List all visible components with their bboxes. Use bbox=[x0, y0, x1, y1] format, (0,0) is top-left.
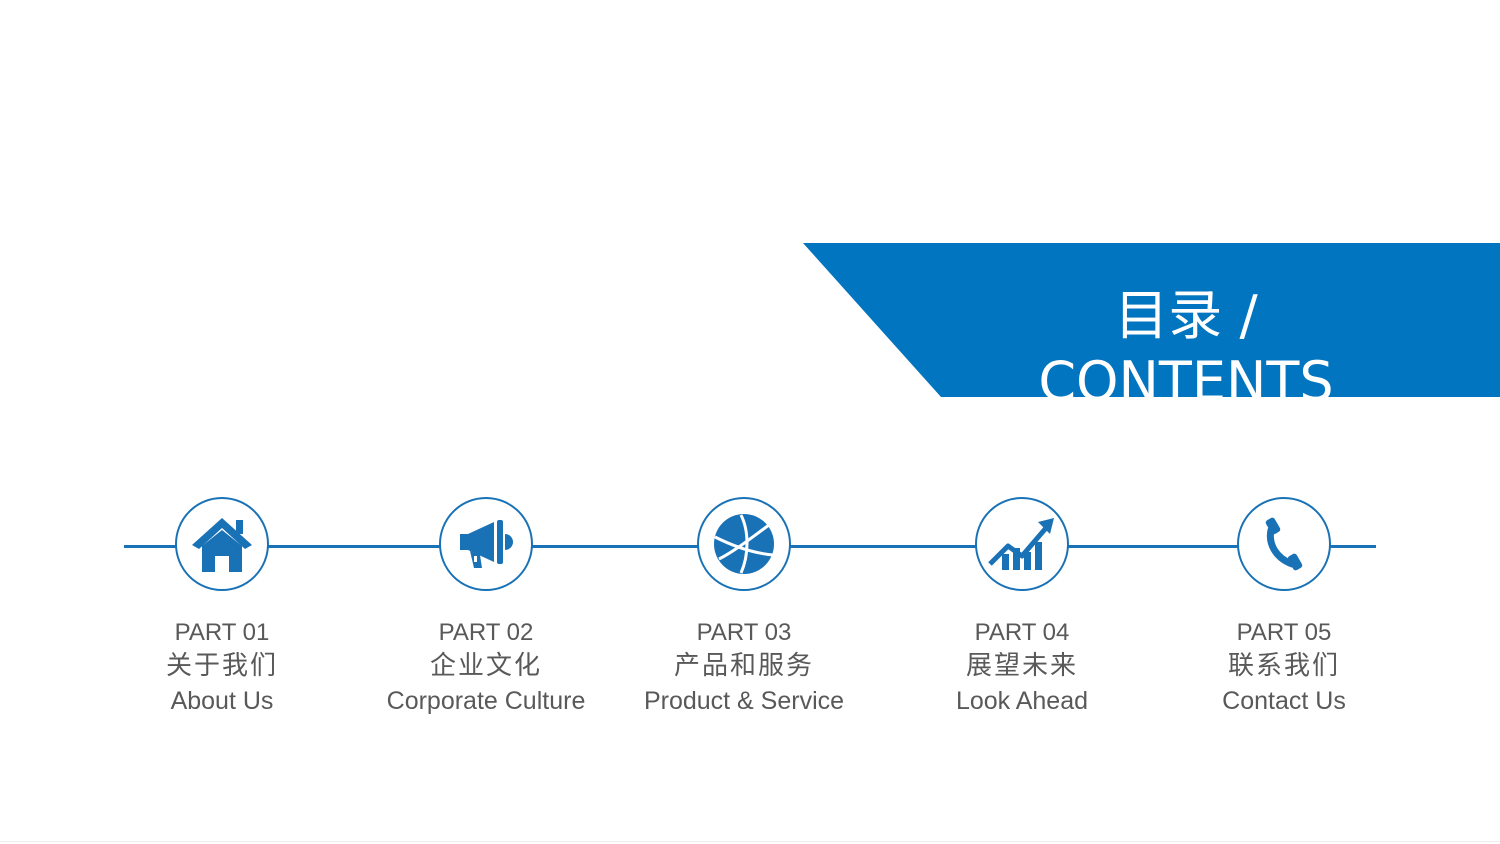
step-title-cn: 关于我们 bbox=[165, 651, 278, 681]
step-part-number: PART 04 bbox=[974, 619, 1070, 646]
step-circle[interactable] bbox=[175, 497, 269, 591]
step-title-cn: 联系我们 bbox=[1227, 651, 1340, 681]
step-about-us[interactable]: PART 01 关于我们 About Us bbox=[82, 497, 362, 718]
step-title-en: Contact Us bbox=[1222, 687, 1346, 715]
step-corporate-culture[interactable]: PART 02 企业文化 Corporate Culture bbox=[346, 497, 626, 718]
step-title-en: About Us bbox=[170, 687, 274, 715]
phone-icon bbox=[1265, 517, 1303, 571]
step-circle[interactable] bbox=[439, 497, 533, 591]
step-circle[interactable] bbox=[697, 497, 791, 591]
globe-icon bbox=[714, 514, 774, 574]
bottom-divider bbox=[0, 841, 1500, 842]
step-contact-us[interactable]: PART 05 联系我们 Contact Us bbox=[1144, 497, 1424, 718]
banner-title: 目录 / CONTENTS bbox=[1038, 284, 1334, 397]
step-product-service[interactable]: PART 03 产品和服务 Product & Service bbox=[604, 497, 884, 718]
step-look-ahead[interactable]: PART 04 展望未来 Look Ahead bbox=[882, 497, 1162, 718]
step-title-cn: 展望未来 bbox=[965, 651, 1078, 681]
step-title-en: Look Ahead bbox=[955, 687, 1089, 715]
step-title-en: Product & Service bbox=[643, 687, 845, 715]
contents-banner: 目录 / CONTENTS bbox=[803, 243, 1500, 397]
step-title-cn: 产品和服务 bbox=[673, 651, 814, 681]
step-circle[interactable] bbox=[1237, 497, 1331, 591]
growth-chart-icon bbox=[988, 518, 1054, 570]
home-icon bbox=[192, 518, 252, 572]
megaphone-icon bbox=[460, 520, 513, 568]
step-title-en: Corporate Culture bbox=[386, 687, 586, 715]
step-part-number: PART 05 bbox=[1236, 619, 1332, 646]
step-part-number: PART 03 bbox=[696, 619, 792, 646]
step-circle[interactable] bbox=[975, 497, 1069, 591]
step-part-number: PART 02 bbox=[438, 619, 534, 646]
step-part-number: PART 01 bbox=[174, 619, 270, 646]
step-title-cn: 企业文化 bbox=[429, 651, 542, 681]
